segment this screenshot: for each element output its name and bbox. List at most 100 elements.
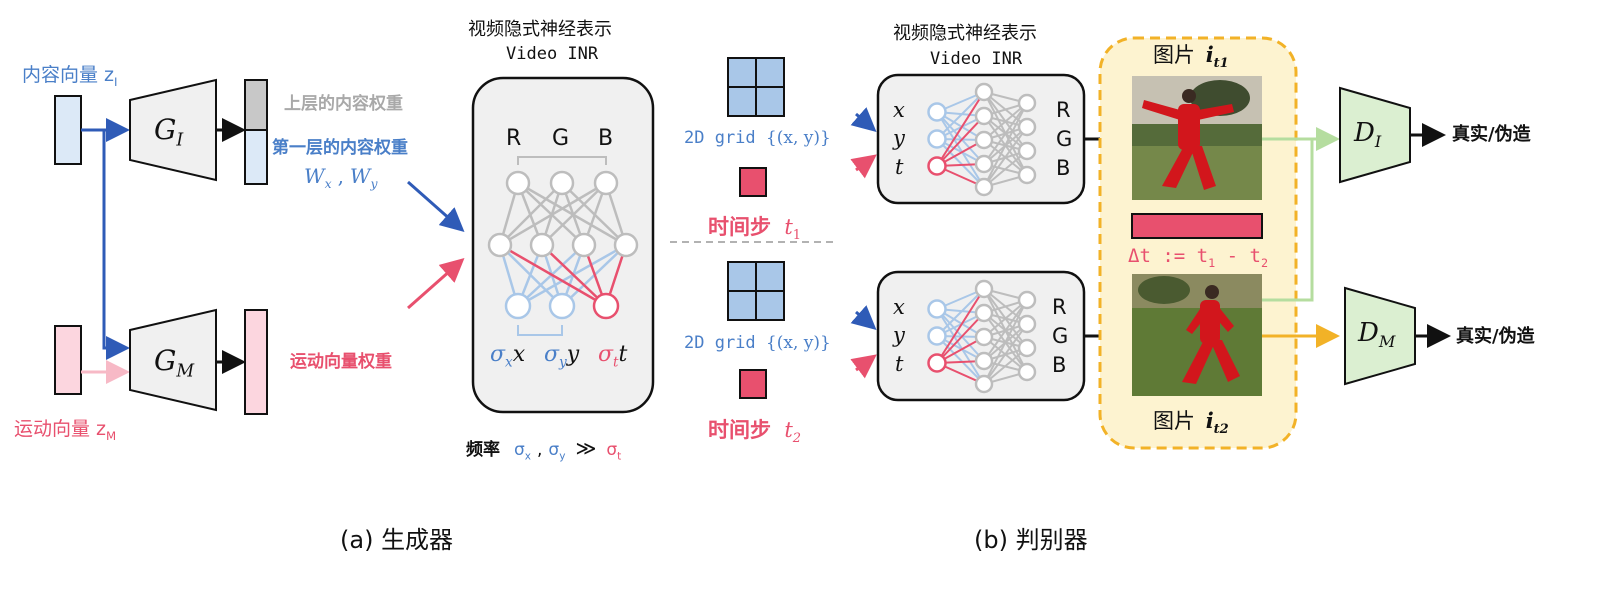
network-node bbox=[1017, 314, 1037, 334]
network-node bbox=[1017, 338, 1037, 358]
delta-t-bar bbox=[1131, 213, 1263, 239]
image-label-t2: 图片 it2 bbox=[1153, 408, 1229, 438]
network-node bbox=[592, 292, 620, 320]
network-edge bbox=[983, 126, 1028, 188]
network-edge bbox=[499, 181, 607, 247]
network-node bbox=[549, 170, 575, 196]
network-node bbox=[927, 326, 947, 346]
network-node bbox=[1017, 141, 1037, 161]
disc-input-y-top: y bbox=[893, 126, 905, 150]
network-node bbox=[927, 353, 947, 373]
network-node bbox=[974, 130, 994, 150]
network-node bbox=[1017, 165, 1037, 185]
caption-discriminator: (b) 判别器 bbox=[974, 526, 1088, 554]
frame-image-t1 bbox=[1132, 76, 1262, 200]
network-node bbox=[974, 351, 994, 371]
network-edge bbox=[499, 243, 607, 308]
grid-arrow-bottom bbox=[850, 305, 877, 330]
network-edge bbox=[936, 111, 985, 188]
timestep-label-bottom: 时间步 t2 bbox=[708, 418, 802, 447]
delta-t-label: Δt := t1 - t2 bbox=[1128, 245, 1269, 270]
grid-icon-bottom bbox=[727, 261, 785, 321]
real-fake-label-top: 真实/伪造 bbox=[1452, 124, 1531, 145]
sigma-bracket bbox=[517, 325, 563, 336]
disc-input-t-bottom: t bbox=[895, 352, 904, 376]
disc-output-r-bottom: R bbox=[1052, 295, 1067, 319]
grid-label-bottom: 2D grid {(x, y)} bbox=[684, 333, 831, 353]
network-edge bbox=[983, 299, 1028, 385]
network-node bbox=[613, 232, 639, 258]
network-node bbox=[974, 82, 994, 102]
motion-vector-bar bbox=[54, 325, 82, 395]
disc-inr-title: 视频隐式神经表示 bbox=[893, 23, 1037, 44]
generator-inr-network bbox=[487, 170, 639, 320]
grid-label-top: 2D grid {(x, y)} bbox=[684, 128, 831, 148]
grid-arrow-top bbox=[850, 107, 877, 132]
gen-inr-title: 视频隐式神经表示 bbox=[468, 19, 612, 40]
network-node bbox=[1017, 117, 1037, 137]
dm-trapezoid bbox=[1344, 286, 1416, 386]
motion-vector-label: 运动向量 zM bbox=[14, 418, 117, 443]
real-fake-label-bottom: 真实/伪造 bbox=[1456, 326, 1535, 347]
content-to-gm-arrow bbox=[102, 130, 130, 360]
network-node bbox=[529, 232, 555, 258]
rgb-bracket bbox=[517, 156, 607, 165]
network-node bbox=[927, 102, 947, 122]
network-node bbox=[487, 232, 513, 258]
network-edge bbox=[936, 312, 985, 364]
network-node bbox=[974, 303, 994, 323]
network-node bbox=[974, 177, 994, 197]
network-node bbox=[1017, 362, 1037, 382]
network-node bbox=[927, 299, 947, 319]
upper-weights-bar bbox=[244, 79, 268, 131]
network-node bbox=[548, 292, 576, 320]
network-edge bbox=[983, 102, 1028, 165]
time-arrow-top bbox=[850, 154, 877, 179]
output-r: R bbox=[506, 126, 522, 151]
timestep-square-bottom bbox=[739, 369, 767, 399]
network-edge bbox=[983, 323, 1028, 385]
first-layer-weights-label: 第一层的内容权重 bbox=[272, 138, 408, 158]
disc-output-r-top: R bbox=[1056, 98, 1071, 122]
disc-output-g-bottom: G bbox=[1052, 324, 1069, 348]
disc-output-b-bottom: B bbox=[1052, 353, 1067, 377]
gm-trapezoid bbox=[129, 308, 217, 412]
sigma-y-input: σyy bbox=[544, 342, 580, 371]
network-edge bbox=[983, 102, 1028, 141]
upper-weights-label: 上层的内容权重 bbox=[284, 94, 403, 114]
network-edge bbox=[983, 150, 1028, 188]
time-arrow-bottom bbox=[850, 354, 877, 379]
sigma-x-input: σxx bbox=[490, 342, 526, 371]
network-node bbox=[593, 170, 619, 196]
network-edge bbox=[936, 111, 985, 165]
motion-weights-bar bbox=[244, 309, 268, 415]
grid-icon-top bbox=[727, 57, 785, 117]
disc-inr-subtitle: Video INR bbox=[930, 49, 1023, 69]
disc-input-x-bottom: x bbox=[893, 295, 905, 319]
dm-label: DM bbox=[1358, 318, 1396, 352]
network-node bbox=[927, 129, 947, 149]
network-edge bbox=[936, 335, 985, 385]
wx-wy-label: Wx,Wy bbox=[304, 164, 378, 191]
network-node bbox=[974, 374, 994, 394]
output-g: G bbox=[552, 126, 570, 151]
network-node bbox=[1017, 290, 1037, 310]
disc-input-y-bottom: y bbox=[893, 323, 905, 347]
gen-inr-subtitle: Video INR bbox=[506, 44, 599, 64]
network-edge bbox=[541, 244, 607, 307]
di-trapezoid bbox=[1339, 86, 1411, 184]
gi-trapezoid bbox=[129, 78, 217, 182]
network-node bbox=[974, 106, 994, 126]
network-node bbox=[1017, 93, 1037, 113]
network-edge bbox=[936, 308, 985, 385]
motion-weights-arrow bbox=[407, 258, 465, 310]
first-layer-weights-bar bbox=[244, 129, 268, 185]
disc-inr-network-top bbox=[927, 82, 1037, 197]
network-edge bbox=[983, 102, 1028, 188]
sigma-t-input: σtt bbox=[598, 342, 628, 371]
content-weights-arrow bbox=[407, 180, 465, 232]
network-node bbox=[974, 154, 994, 174]
network-edge bbox=[936, 288, 985, 337]
